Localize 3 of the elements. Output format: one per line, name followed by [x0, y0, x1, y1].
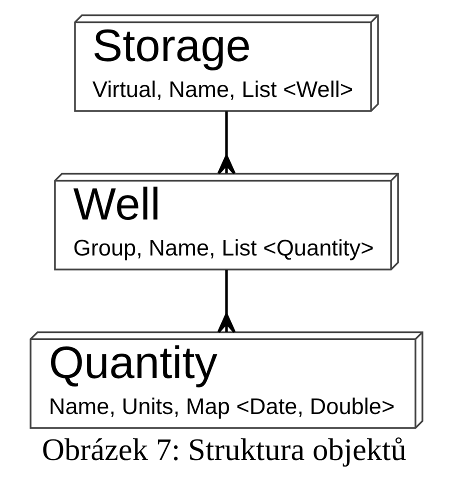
connector	[217, 270, 236, 334]
connector	[217, 111, 236, 175]
caption: Obrázek 7: Struktura objektů	[42, 432, 406, 468]
